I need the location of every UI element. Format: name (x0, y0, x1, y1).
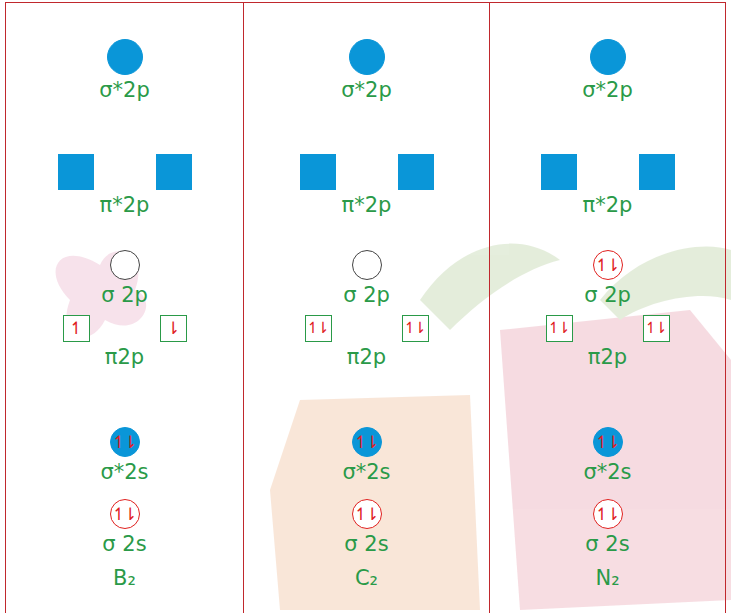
electron-arrows: ↿⇂ (354, 506, 380, 523)
orbital-row: ↿⇂ (244, 499, 489, 529)
orbital-level: σ 2p (244, 250, 489, 307)
orbital-level: π*2p (244, 154, 489, 217)
orbital-level: ↿⇂ σ 2p (490, 250, 725, 307)
orbital-row: ↿⇂ ↿⇂ (490, 315, 725, 342)
molecule-column: B₂σ*2pπ*2pσ 2p↿⇂π2p↿⇂σ*2s↿⇂σ 2s (5, 2, 244, 613)
molecule-column: N₂ σ*2p π*2p ↿⇂ σ 2p ↿⇂ ↿⇂ π2p ↿⇂ σ*2s ↿⇂ σ 2s (490, 2, 726, 613)
orbital-circle: ↿⇂ (593, 250, 623, 280)
orbital-level: σ*2p (6, 39, 243, 102)
orbital-level: ↿⇂ σ 2s (244, 499, 489, 556)
orbital-level: ↿⇂ σ*2s (6, 427, 243, 484)
orbital-label: σ 2s (6, 532, 243, 556)
orbital-label: σ*2s (490, 460, 725, 484)
orbital-label: σ 2s (244, 532, 489, 556)
orbital-square: ⇂ (160, 315, 187, 342)
orbital-row: ↿⇂ (6, 315, 243, 342)
orbital-square (398, 154, 434, 190)
orbital-square: ↿⇂ (643, 315, 670, 342)
orbital-level: ↿⇂ ↿⇂ π2p (244, 315, 489, 369)
orbital-square: ↿⇂ (546, 315, 573, 342)
orbital-circle: ↿⇂ (593, 427, 623, 457)
orbital-label: π*2p (6, 193, 243, 217)
orbital-label: σ*2p (244, 78, 489, 102)
orbital-label: π*2p (244, 193, 489, 217)
orbital-square (541, 154, 577, 190)
molecule-name: C₂ (244, 565, 489, 591)
orbital-row (244, 154, 489, 190)
orbital-level: ↿⇂ σ*2s (490, 427, 725, 484)
electron-arrows: ↿⇂ (112, 434, 138, 451)
orbital-label: σ*2s (6, 460, 243, 484)
orbital-level: π*2p (6, 154, 243, 217)
orbital-circle (107, 39, 143, 75)
electron-arrows: ↿⇂ (595, 257, 621, 274)
molecule-column: C₂ σ*2p π*2p σ 2p ↿⇂ ↿⇂ π2p ↿⇂ σ*2s ↿⇂ σ 2s (244, 2, 490, 613)
orbital-level: σ 2p (6, 250, 243, 307)
orbital-circle (590, 39, 626, 75)
orbital-label: σ 2p (244, 283, 489, 307)
orbital-level: ↿⇂ σ*2s (244, 427, 489, 484)
orbital-label: σ 2p (490, 283, 725, 307)
orbital-label: σ*2p (490, 78, 725, 102)
orbital-row (244, 250, 489, 280)
orbital-row: ↿⇂ (490, 499, 725, 529)
orbital-label: σ*2p (6, 78, 243, 102)
orbital-level: π*2p (490, 154, 725, 217)
orbital-square: ↿⇂ (402, 315, 429, 342)
orbital-square (156, 154, 192, 190)
orbital-row (6, 250, 243, 280)
electron-arrows: ↿⇂ (548, 321, 571, 337)
orbital-circle: ↿⇂ (593, 499, 623, 529)
orbital-level: ↿⇂ σ 2s (6, 499, 243, 556)
orbital-circle: ↿⇂ (110, 499, 140, 529)
orbital-row (490, 39, 725, 75)
electron-arrows: ↿⇂ (595, 434, 621, 451)
orbital-row: ↿⇂ (490, 427, 725, 457)
orbital-circle (349, 39, 385, 75)
electron-arrows: ↿⇂ (112, 506, 138, 523)
orbital-row (244, 39, 489, 75)
orbital-square (58, 154, 94, 190)
orbital-label: π2p (244, 345, 489, 369)
orbital-row (6, 39, 243, 75)
orbital-row: ↿⇂ (490, 250, 725, 280)
orbital-label: π2p (490, 345, 725, 369)
orbital-level: ↿⇂ ↿⇂ π2p (490, 315, 725, 369)
orbital-square: ↿⇂ (305, 315, 332, 342)
orbital-circle: ↿⇂ (110, 427, 140, 457)
orbital-row: ↿⇂ (6, 427, 243, 457)
electron-arrows: ↿⇂ (645, 321, 668, 337)
molecule-name: B₂ (6, 565, 243, 591)
orbital-level: σ*2p (490, 39, 725, 102)
orbital-row: ↿⇂ (6, 499, 243, 529)
orbital-circle: ↿⇂ (352, 499, 382, 529)
orbital-row: ↿⇂ (244, 427, 489, 457)
electron-arrows: ↿ (69, 320, 83, 337)
orbital-label: π*2p (490, 193, 725, 217)
orbital-level: ↿⇂ σ 2s (490, 499, 725, 556)
orbital-label: σ 2s (490, 532, 725, 556)
electron-arrows: ⇂ (166, 320, 180, 337)
watermark-shapes (56, 244, 731, 610)
electron-arrows: ↿⇂ (404, 321, 427, 337)
orbital-circle: ↿⇂ (352, 427, 382, 457)
electron-arrows: ↿⇂ (307, 321, 330, 337)
orbital-circle (352, 250, 382, 280)
electron-arrows: ↿⇂ (595, 506, 621, 523)
orbital-row (490, 154, 725, 190)
orbital-square (639, 154, 675, 190)
orbital-row (6, 154, 243, 190)
orbital-circle (110, 250, 140, 280)
orbital-row: ↿⇂ ↿⇂ (244, 315, 489, 342)
orbital-square: ↿ (63, 315, 90, 342)
molecule-name: N₂ (490, 565, 725, 591)
orbital-label: σ*2s (244, 460, 489, 484)
orbital-label: π2p (6, 345, 243, 369)
orbital-level: ↿⇂π2p (6, 315, 243, 369)
orbital-level: σ*2p (244, 39, 489, 102)
orbital-label: σ 2p (6, 283, 243, 307)
electron-arrows: ↿⇂ (354, 434, 380, 451)
orbital-square (300, 154, 336, 190)
